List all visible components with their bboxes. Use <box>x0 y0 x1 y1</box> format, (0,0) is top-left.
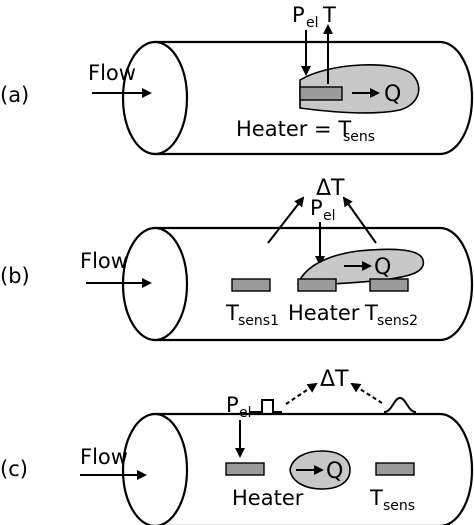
sensor-label: T sens <box>369 486 415 514</box>
power-label: P el <box>292 3 319 31</box>
heater-label: Heater <box>232 486 304 510</box>
power-label: P el <box>226 393 252 421</box>
svg-text:el: el <box>323 208 336 224</box>
delta-t-label: ΔT <box>316 176 345 201</box>
svg-text:T: T <box>225 301 239 325</box>
heater <box>299 86 343 101</box>
response-to-delta-arrow <box>350 382 383 404</box>
temperature-label: T <box>322 3 336 27</box>
sensor2-label: T sens2 <box>364 301 418 329</box>
svg-text:T: T <box>369 486 383 510</box>
right-delta-arrow <box>342 196 377 244</box>
downstream-sensor <box>369 278 409 292</box>
panel-label: (a) <box>0 83 29 107</box>
upstream-sensor <box>231 278 271 292</box>
svg-text:sens: sens <box>383 498 415 514</box>
svg-text:sens: sens <box>343 129 375 145</box>
svg-text:T: T <box>364 301 378 325</box>
svg-text:P: P <box>292 3 305 27</box>
panel-label: (c) <box>0 457 28 481</box>
left-delta-arrow <box>267 196 305 244</box>
heater <box>297 278 337 292</box>
q-label: Q <box>374 255 391 280</box>
power-label: P el <box>310 196 336 224</box>
svg-text:sens1: sens1 <box>238 313 279 329</box>
panel-a: (a) Flow Q P el T Heater = T sens <box>0 3 474 156</box>
svg-text:sens2: sens2 <box>377 313 418 329</box>
panel-label: (b) <box>0 264 30 288</box>
flow-label: Flow <box>80 249 128 273</box>
heat-plume <box>299 64 420 114</box>
sensor1-label: T sens1 <box>225 301 279 329</box>
svg-text:el: el <box>239 405 252 421</box>
heater <box>225 462 265 476</box>
svg-text:el: el <box>306 15 319 31</box>
panel-b: (b) Flow ΔT P el Q T sens1 Heater T sens… <box>0 176 474 342</box>
delta-t-label: ΔT <box>320 367 349 392</box>
heater-label: Heater <box>288 301 360 325</box>
sensor <box>375 462 415 476</box>
svg-text:P: P <box>226 393 239 417</box>
panel-c: (c) Flow ΔT P el Q Heater T sens <box>0 367 474 525</box>
flow-label: Flow <box>88 61 136 85</box>
flow-label: Flow <box>80 445 128 469</box>
heater-label: Heater = T sens <box>236 117 375 145</box>
q-label: Q <box>326 459 343 484</box>
svg-text:P: P <box>310 196 323 220</box>
response-signal <box>383 396 417 413</box>
q-label: Q <box>384 82 401 107</box>
pulse-to-delta-arrow <box>285 382 318 405</box>
pulse-signal <box>250 399 282 413</box>
svg-text:Heater = T: Heater = T <box>236 117 351 141</box>
